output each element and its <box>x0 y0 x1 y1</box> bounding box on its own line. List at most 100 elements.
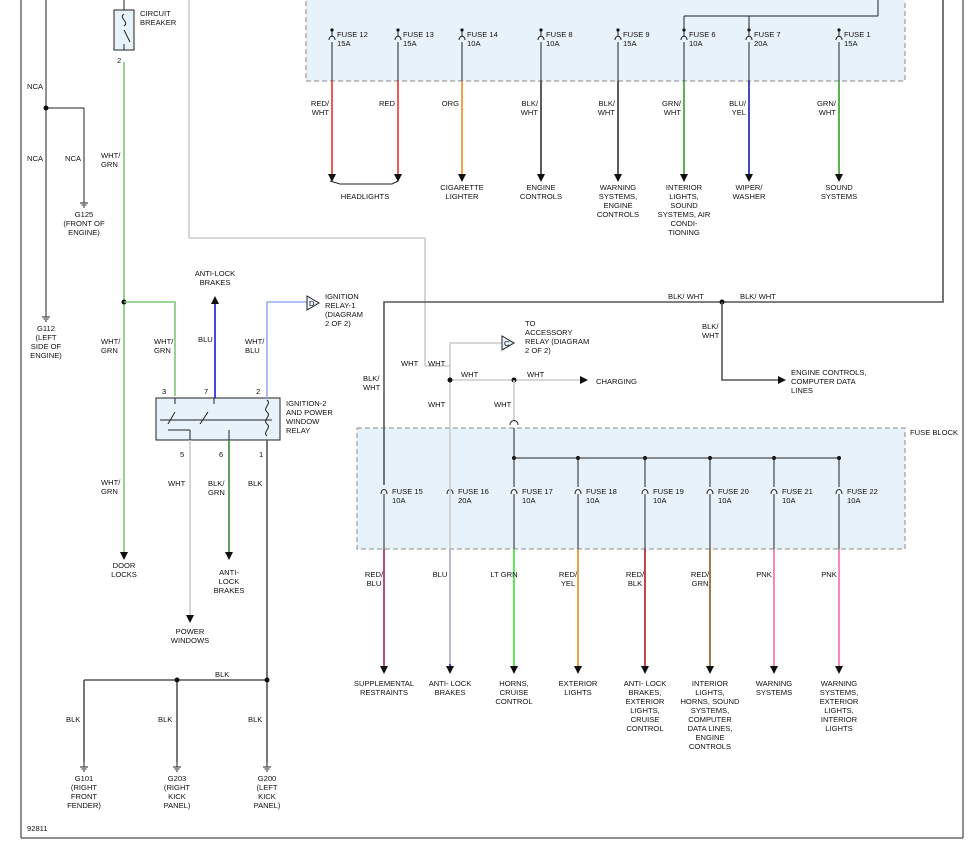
wire-label: WHT/GRN <box>101 151 121 169</box>
headlights-bracket <box>329 180 399 185</box>
wire-label: BLU <box>198 335 213 344</box>
wire-label: WHT <box>428 359 446 368</box>
bottom-fuse-block <box>356 427 906 550</box>
wire-label: PNK <box>821 570 837 579</box>
fuse-label: FUSE 17 <box>522 487 553 496</box>
wire-label: WHT/GRN <box>101 337 121 355</box>
ground-bus <box>83 679 267 762</box>
svg-text:7: 7 <box>204 387 208 396</box>
wire-label: WHT <box>401 359 419 368</box>
fuse-icon <box>458 35 466 41</box>
fuse-label: FUSE 9 <box>623 30 650 39</box>
fuse-amps: 10A <box>847 496 861 505</box>
arrow-icon <box>745 174 753 182</box>
svg-text:BLK: BLK <box>215 670 229 679</box>
fuse-icon <box>380 489 388 495</box>
wire-label: RED/BLK <box>626 570 645 588</box>
fuse-label: FUSE 21 <box>782 487 813 496</box>
svg-text:WHT: WHT <box>461 370 479 379</box>
fuse-label: FUSE 13 <box>403 30 434 39</box>
wire-label: GRN/WHT <box>817 99 837 117</box>
connector-d[interactable] <box>306 295 320 311</box>
fuse-amps: 10A <box>392 496 406 505</box>
fuse-label: FUSE 6 <box>689 30 716 39</box>
fuse-amps: 10A <box>653 496 667 505</box>
wire-label: RED/GRN <box>691 570 710 588</box>
arrow-icon <box>510 666 518 674</box>
ground-icon <box>42 316 50 322</box>
fuse-icon <box>641 489 649 495</box>
fuse-amps: 20A <box>458 496 472 505</box>
fuse-label: FUSE 1 <box>844 30 871 39</box>
arrow-icon <box>614 174 622 182</box>
destination-label: WIPER/WASHER <box>732 183 766 201</box>
ground-icon <box>173 766 181 772</box>
nca-label: NCA <box>65 154 82 163</box>
wire-label: BLK/WHT <box>363 374 381 392</box>
fuse-amps: 15A <box>623 39 637 48</box>
svg-text:3: 3 <box>162 387 166 396</box>
wire-blk-wht-main <box>383 0 944 485</box>
arrow-icon <box>328 174 336 182</box>
svg-text:D: D <box>309 299 315 308</box>
fuse-amps: 15A <box>337 39 351 48</box>
arrow-icon <box>770 666 778 674</box>
fuse-amps: 15A <box>403 39 417 48</box>
fuse-label: FUSE 20 <box>718 487 749 496</box>
fuse-amps: 10A <box>689 39 703 48</box>
svg-text:BLK: BLK <box>158 715 172 724</box>
ground-icon <box>80 766 88 772</box>
arrow-icon <box>458 174 466 182</box>
fuse-icon <box>537 35 545 41</box>
wire-label: WHT/GRN <box>154 337 174 355</box>
ground-icon <box>263 766 271 772</box>
fuse-label: FUSE 7 <box>754 30 781 39</box>
arrow-icon <box>537 174 545 182</box>
fuse-amps: 10A <box>467 39 481 48</box>
fuse-icon <box>745 35 753 41</box>
fuse-label: FUSE 14 <box>467 30 498 39</box>
fuse-amps: 10A <box>782 496 796 505</box>
wire-label: WHT/BLU <box>245 337 265 355</box>
fuse-amps: 10A <box>586 496 600 505</box>
ignition-relay[interactable] <box>155 397 281 441</box>
fuse-icon <box>614 35 622 41</box>
nca-label: NCA <box>27 82 44 91</box>
fuse-amps: 10A <box>522 496 536 505</box>
wire-label: WHT/GRN <box>101 478 121 496</box>
wire-label: RED/BLU <box>365 570 384 588</box>
svg-text:BLK: BLK <box>66 715 80 724</box>
svg-text:C: C <box>504 339 510 348</box>
arrow-icon <box>394 174 402 182</box>
svg-text:2: 2 <box>256 387 260 396</box>
wire-label: BLK/WHT <box>598 99 616 117</box>
wire-wht-blu <box>266 301 307 398</box>
fuse-label: FUSE 18 <box>586 487 617 496</box>
arrow-icon <box>706 666 714 674</box>
wire-label: BLU <box>433 570 448 579</box>
relay-coil <box>265 399 269 437</box>
svg-text:WHT: WHT <box>527 370 545 379</box>
fuse-block-label: FUSE BLOCK <box>910 428 958 437</box>
ground-icon <box>80 202 88 208</box>
fuse-amps: 10A <box>718 496 732 505</box>
arrow-icon <box>835 666 843 674</box>
connector-c[interactable] <box>501 335 515 351</box>
